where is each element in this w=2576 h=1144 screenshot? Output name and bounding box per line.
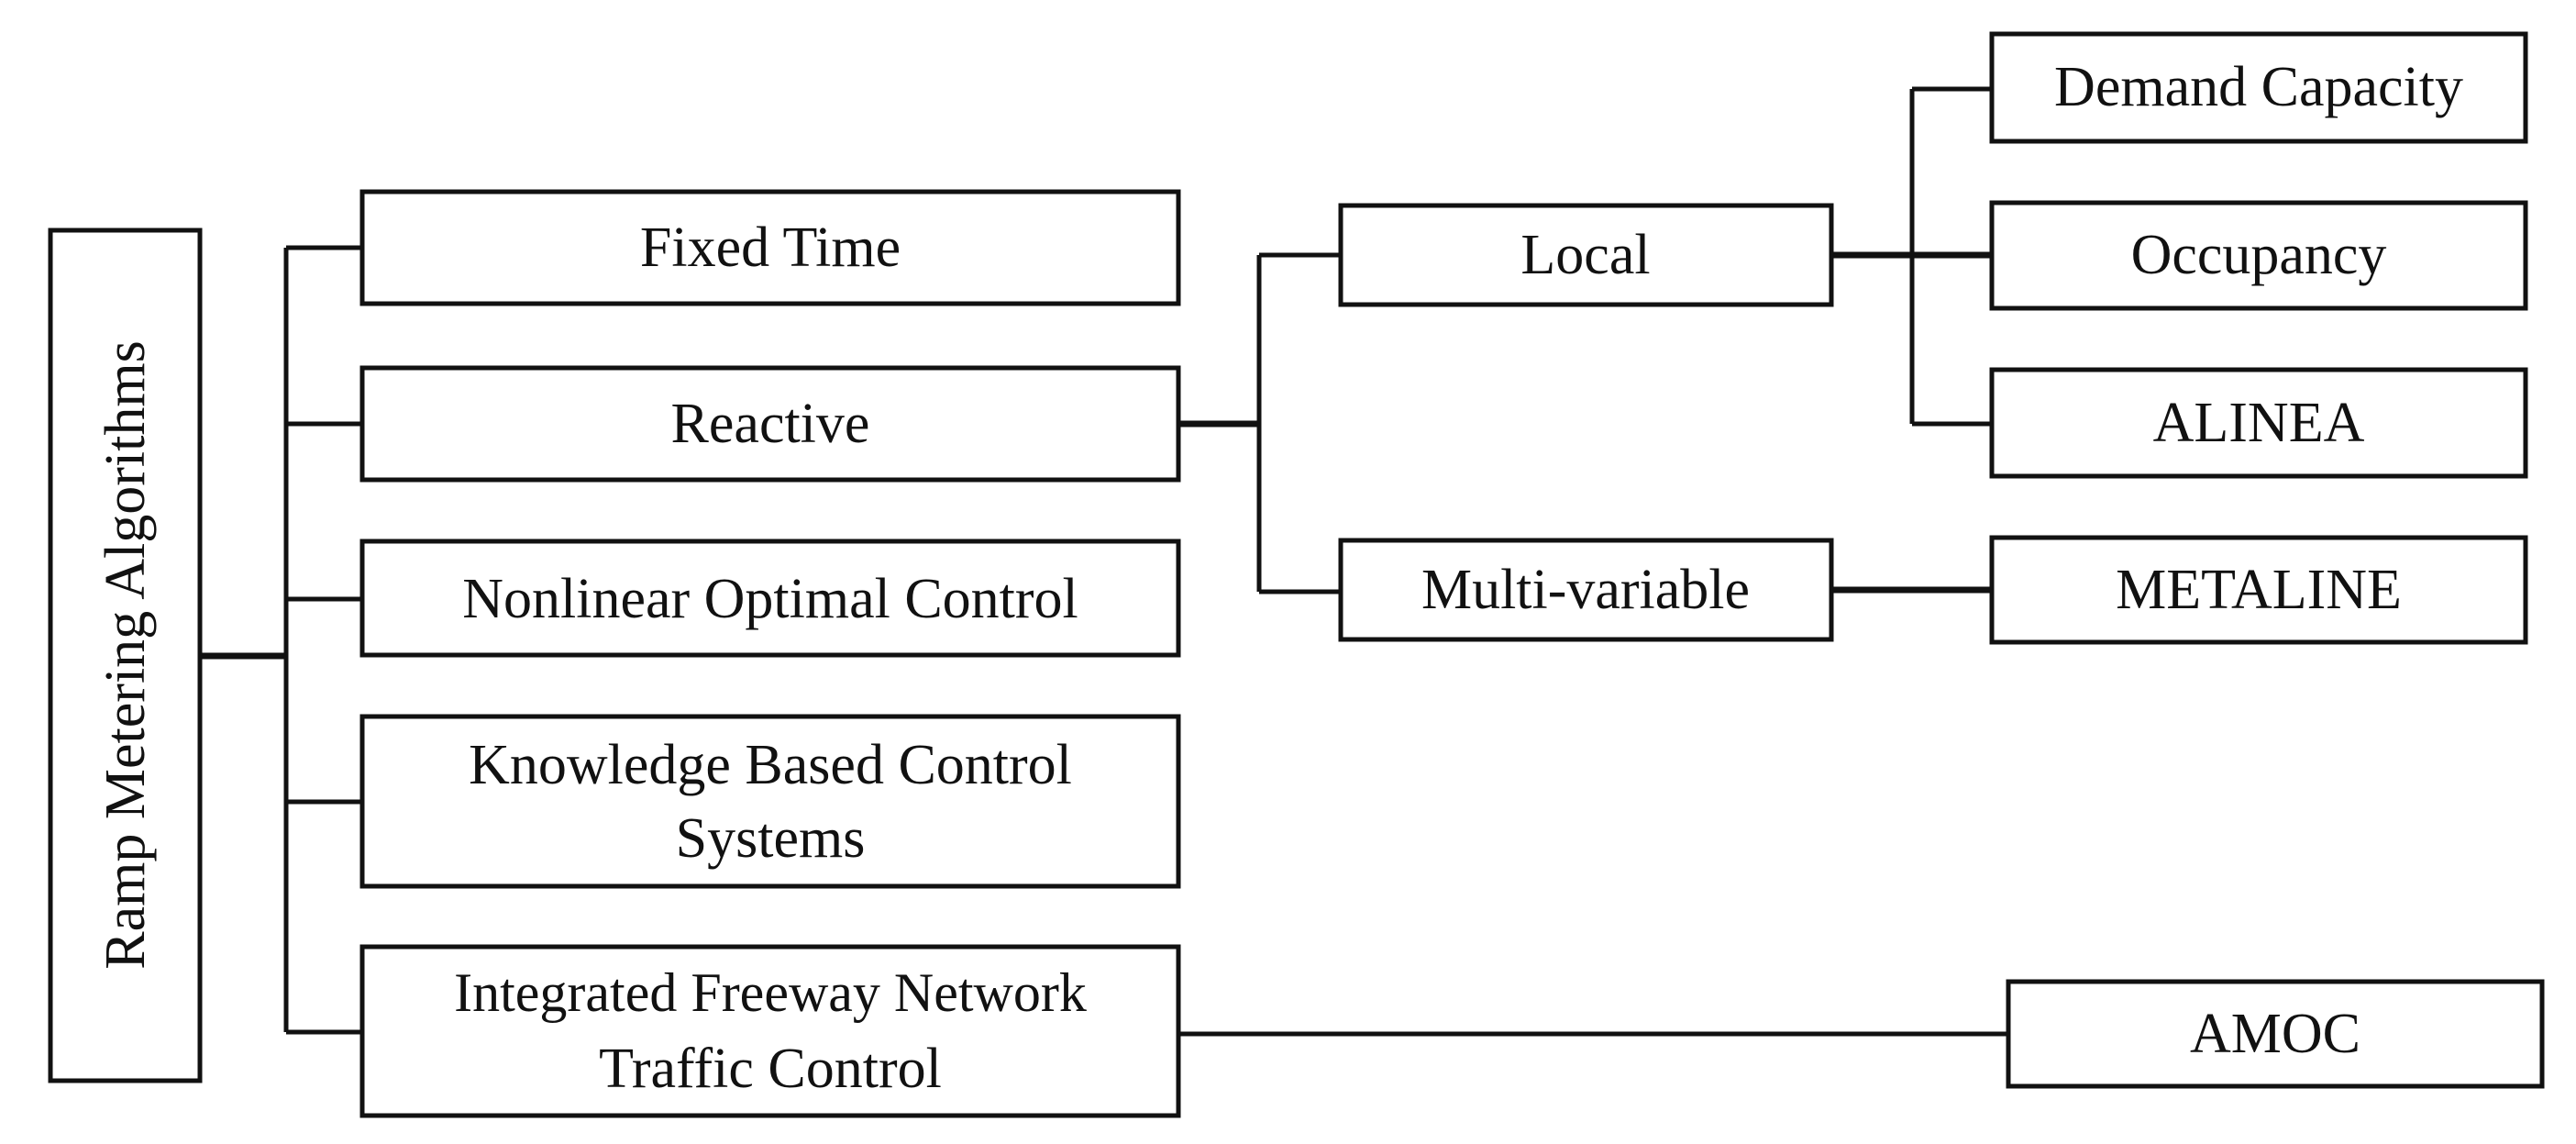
knowledge-label-line-1: Knowledge Based Control [469, 734, 1072, 796]
knowledge-label-line-2: Systems [676, 807, 866, 870]
method-occupancy: Occupancy [1989, 200, 2528, 311]
demand-capacity-label: Demand Capacity [2054, 56, 2463, 118]
metaline-box [1989, 535, 2528, 645]
reactive-label: Reactive [671, 393, 870, 455]
root-box [48, 228, 203, 1083]
category-knowledge: Knowledge Based Control Systems [359, 714, 1181, 889]
integrated-label-line-2: Traffic Control [599, 1038, 942, 1100]
amoc-label: AMOC [2190, 1003, 2360, 1065]
branch-multivariable: Multi-variable [1338, 538, 1834, 642]
fixed-time-label: Fixed Time [640, 217, 901, 279]
alinea-label: ALINEA [2153, 392, 2365, 454]
reactive-box [359, 365, 1181, 483]
multivariable-label: Multi-variable [1421, 559, 1750, 621]
method-demand-capacity: Demand Capacity [1989, 31, 2528, 144]
category-nonlinear: Nonlinear Optimal Control [359, 539, 1181, 658]
nonlinear-box [359, 539, 1181, 658]
category-integrated: Integrated Freeway Network Traffic Contr… [359, 944, 1181, 1118]
category-reactive: Reactive [359, 365, 1181, 483]
nonlinear-label: Nonlinear Optimal Control [462, 568, 1078, 630]
local-label: Local [1520, 224, 1650, 286]
fixed-time-box [359, 189, 1181, 306]
demand-capacity-box [1989, 31, 2528, 144]
alinea-box [1989, 367, 2528, 479]
category-fixed-time: Fixed Time [359, 189, 1181, 306]
integrated-box [359, 944, 1181, 1118]
amoc-box [2006, 979, 2545, 1089]
root-label: Ramp Metering Algorithms [94, 340, 157, 969]
method-metaline: METALINE [1989, 535, 2528, 645]
connectors [200, 86, 2008, 1037]
occupancy-label: Occupancy [2131, 224, 2387, 286]
occupancy-box [1989, 200, 2528, 311]
metaline-label: METALINE [2116, 559, 2402, 621]
integrated-label-line-1: Integrated Freeway Network [454, 962, 1087, 1023]
multivariable-box [1338, 538, 1834, 642]
method-alinea: ALINEA [1989, 367, 2528, 479]
knowledge-box [359, 714, 1181, 889]
method-amoc: AMOC [2006, 979, 2545, 1089]
local-box [1338, 203, 1834, 307]
branch-local: Local [1338, 203, 1834, 307]
root-node: Ramp Metering Algorithms [48, 228, 203, 1083]
